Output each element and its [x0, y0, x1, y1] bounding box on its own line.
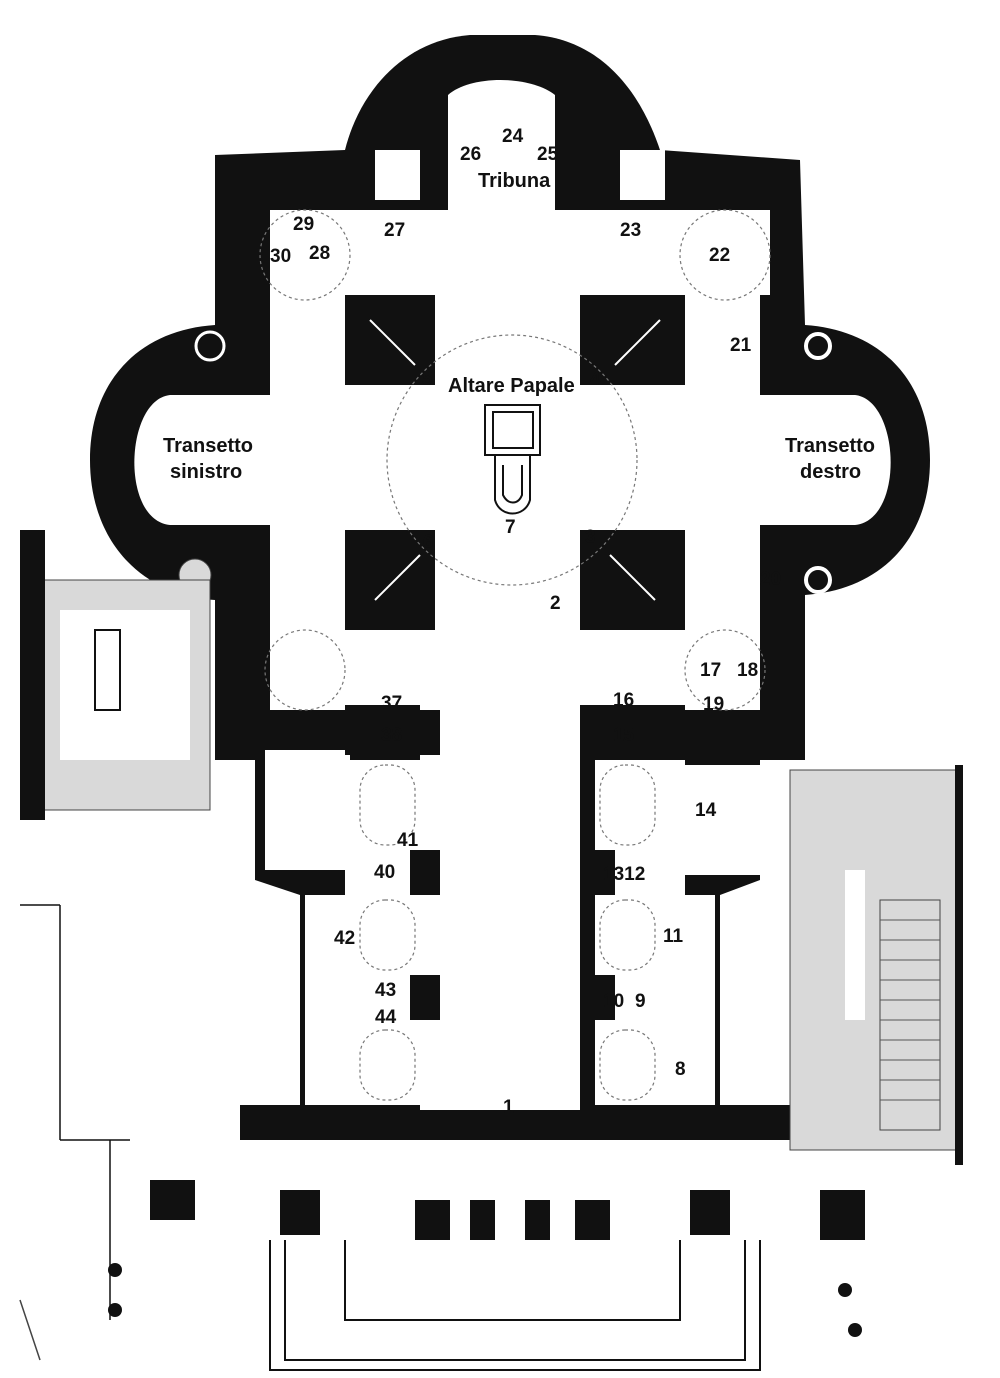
marker-8: 8 — [675, 1059, 686, 1080]
nave-piers — [345, 710, 685, 1140]
marker-40: 40 — [374, 862, 395, 883]
marker-22: 22 — [709, 245, 730, 266]
marker-3: 3 — [585, 527, 596, 548]
marker-27: 27 — [384, 220, 405, 241]
marker-5: 5 — [422, 369, 433, 390]
marker-4: 4 — [590, 369, 601, 390]
interior-floor — [134, 80, 891, 1190]
label-transetto-sinistro-2: sinistro — [170, 461, 242, 483]
marker-10: 10 — [603, 991, 624, 1012]
label-altare-papale: Altare Papale — [448, 375, 575, 397]
marker-25: 25 — [537, 144, 559, 165]
marker-11: 11 — [663, 926, 684, 947]
label-transetto-destro-1: Transetto — [785, 435, 875, 457]
marker-24: 24 — [502, 126, 524, 147]
marker-2: 2 — [550, 593, 561, 614]
left-annex — [20, 530, 211, 820]
marker-28: 28 — [309, 243, 330, 264]
marker-15: 15 — [613, 725, 635, 746]
vault-outlines — [259, 209, 771, 1101]
marker-42: 42 — [334, 928, 355, 949]
label-tribuna: Tribuna — [478, 170, 551, 192]
marker-1: 1 — [503, 1097, 514, 1118]
marker-43: 43 — [375, 980, 396, 1001]
marker-30: 30 — [270, 246, 291, 267]
marker-23: 23 — [620, 220, 641, 241]
boundary-line — [19, 904, 130, 1361]
label-transetto-destro-2: destro — [800, 461, 861, 483]
marker-37: 37 — [381, 693, 402, 714]
marker-13-12: 1312 — [603, 864, 645, 885]
papal-altar — [484, 404, 541, 515]
marker-21: 21 — [730, 335, 752, 356]
marker-9: 9 — [635, 991, 646, 1012]
marker-20: 20 — [760, 569, 781, 590]
marker-14: 14 — [695, 800, 717, 821]
portico — [108, 1180, 865, 1371]
marker-7: 7 — [505, 517, 516, 538]
marker-44: 44 — [375, 1007, 397, 1028]
marker-6: 6 — [423, 532, 434, 553]
marker-19: 19 — [703, 694, 724, 715]
marker-18: 18 — [737, 660, 758, 681]
marker-26: 26 — [460, 144, 481, 165]
marker-38: 38 — [381, 725, 402, 746]
marker-41: 41 — [397, 830, 419, 851]
right-annex — [789, 765, 963, 1165]
label-transetto-sinistro-1: Transetto — [163, 435, 253, 457]
marker-16: 16 — [613, 690, 634, 711]
crossing-piers — [345, 295, 685, 630]
marker-29: 29 — [293, 214, 314, 235]
marker-17: 17 — [700, 660, 721, 681]
